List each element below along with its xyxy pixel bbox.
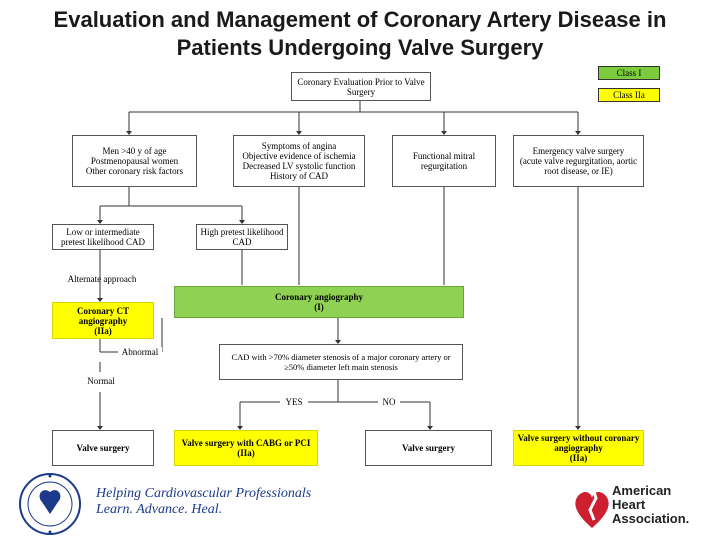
valve-no-angio-box: Valve surgery without coronary angiograp… — [513, 430, 644, 466]
functional-mr-box: Functional mitral regurgitation — [392, 135, 496, 187]
yes-label: YES — [280, 397, 308, 407]
emergency-line: root disease, or IE) — [544, 166, 613, 176]
valve-surgery-text: Valve surgery — [402, 443, 455, 453]
valve-surgery-text: Valve surgery — [76, 443, 130, 453]
aha-wordmark: American Heart Association. — [612, 484, 689, 526]
aha-line: Association. — [612, 511, 690, 526]
low-inter-line: Low or intermediate — [66, 227, 140, 237]
symptoms-line: History of CAD — [270, 171, 328, 181]
tagline-line-2: Learn. Advance. Heal. — [96, 502, 223, 517]
aha-heart-torch-icon — [575, 485, 609, 528]
symptoms-line: Objective evidence of ischemia — [242, 151, 356, 161]
emergency-line: (acute valve regurgitation, aortic — [519, 156, 638, 166]
legend-class-1: Class I — [598, 66, 660, 80]
cabg-line: Valve surgery with CABG or PCI — [181, 438, 311, 448]
valve-surgery-box-2: Valve surgery — [365, 430, 492, 466]
high-pretest-box: High pretest likelihood CAD — [196, 224, 288, 250]
cad-line: CAD with >70% diameter stenosis of a maj… — [231, 352, 451, 362]
ct-line: angiography — [78, 315, 128, 326]
legend-class-2a: Class IIa — [598, 88, 660, 102]
alternate-approach-label: Alternate approach — [67, 274, 137, 284]
functional-line: Functional mitral — [412, 151, 476, 161]
angio-line: (I) — [314, 302, 324, 312]
functional-line: regurgitation — [420, 161, 468, 171]
cad-line: ≥50% diameter left main stenosis — [284, 362, 398, 372]
coronary-ct-box: Coronary CT angiography (IIa) — [52, 302, 154, 339]
high-pretest-line: CAD — [232, 237, 252, 247]
aha-line: Heart — [612, 497, 646, 512]
low-intermediate-box: Low or intermediate pretest likelihood C… — [52, 224, 154, 250]
acc-seal-logo — [19, 473, 81, 535]
no-label: NO — [378, 397, 400, 407]
high-pretest-line: High pretest likelihood — [200, 227, 284, 237]
ct-line: (IIa) — [94, 325, 112, 336]
normal-label: Normal — [87, 376, 115, 386]
no-angio-line: (IIa) — [569, 453, 588, 463]
symptoms-line: Symptoms of angina — [261, 141, 337, 151]
coronary-evaluation-box: Coronary Evaluation Prior to Valve Surge… — [291, 72, 431, 101]
no-angio-line: Valve surgery without coronary — [517, 433, 640, 443]
acc-tagline: Helping Cardiovascular Professionals Lea… — [96, 486, 311, 518]
men40-line: Other coronary risk factors — [85, 166, 184, 176]
men40-box: Men >40 y of age Postmenopausal women Ot… — [72, 135, 197, 187]
emergency-box: Emergency valve surgery (acute valve reg… — [513, 135, 644, 187]
tagline-line-1: Helping Cardiovascular Professionals — [96, 486, 312, 501]
coronary-angiography-box: Coronary angiography (I) — [174, 286, 464, 318]
no-angio-line: angiography — [554, 443, 603, 453]
symptoms-box: Symptoms of angina Objective evidence of… — [233, 135, 365, 187]
men40-line: Men >40 y of age — [102, 146, 167, 156]
valve-surgery-box-1: Valve surgery — [52, 430, 154, 466]
abnormal-label: Abnormal — [118, 347, 162, 357]
page-title: Evaluation and Management of Coronary Ar… — [0, 6, 720, 62]
title-line-2: Patients Undergoing Valve Surgery — [176, 35, 544, 60]
ct-line: Coronary CT — [76, 305, 130, 316]
cad-stenosis-box: CAD with >70% diameter stenosis of a maj… — [219, 344, 463, 380]
cabg-line: (IIa) — [237, 448, 255, 458]
aha-line: American — [612, 483, 672, 498]
emergency-line: Emergency valve surgery — [532, 146, 625, 156]
angio-line: Coronary angiography — [274, 292, 364, 302]
symptoms-line: Decreased LV systolic function — [242, 161, 356, 171]
men40-line: Postmenopausal women — [90, 156, 179, 166]
valve-cabg-box: Valve surgery with CABG or PCI (IIa) — [174, 430, 318, 466]
low-inter-line: pretest likelihood CAD — [61, 237, 145, 247]
title-line-1: Evaluation and Management of Coronary Ar… — [53, 7, 667, 32]
coronary-evaluation-text: Coronary Evaluation Prior to Valve Surge… — [297, 76, 425, 97]
